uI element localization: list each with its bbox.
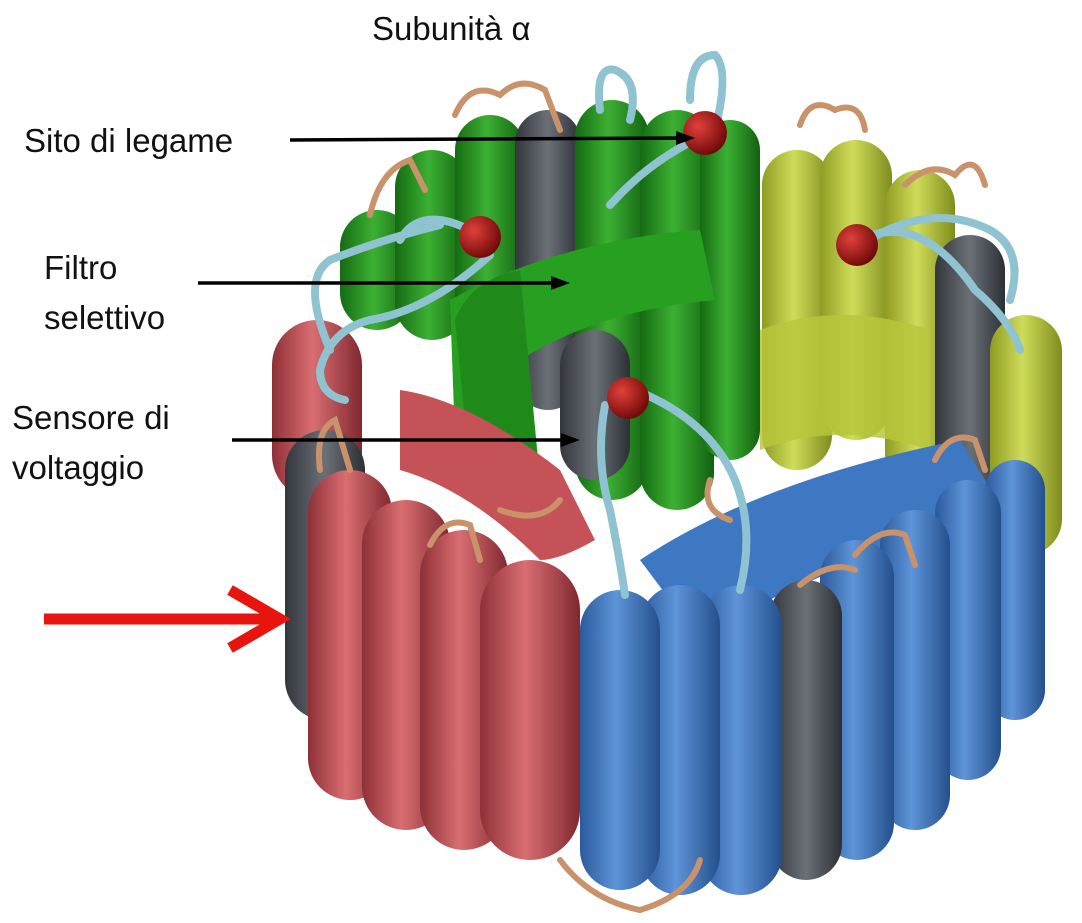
red-arrow [44, 590, 280, 648]
subunit-blue [580, 440, 1045, 895]
label-binding-site: Sito di legame [24, 116, 233, 166]
binding-site-pointer [290, 138, 690, 140]
title-subunit-alpha: Subunità α [372, 4, 531, 54]
label-selectivity-filter: Filtro selettivo [44, 243, 165, 343]
label-voltage-sensor: Sensore di voltaggio [12, 393, 170, 493]
